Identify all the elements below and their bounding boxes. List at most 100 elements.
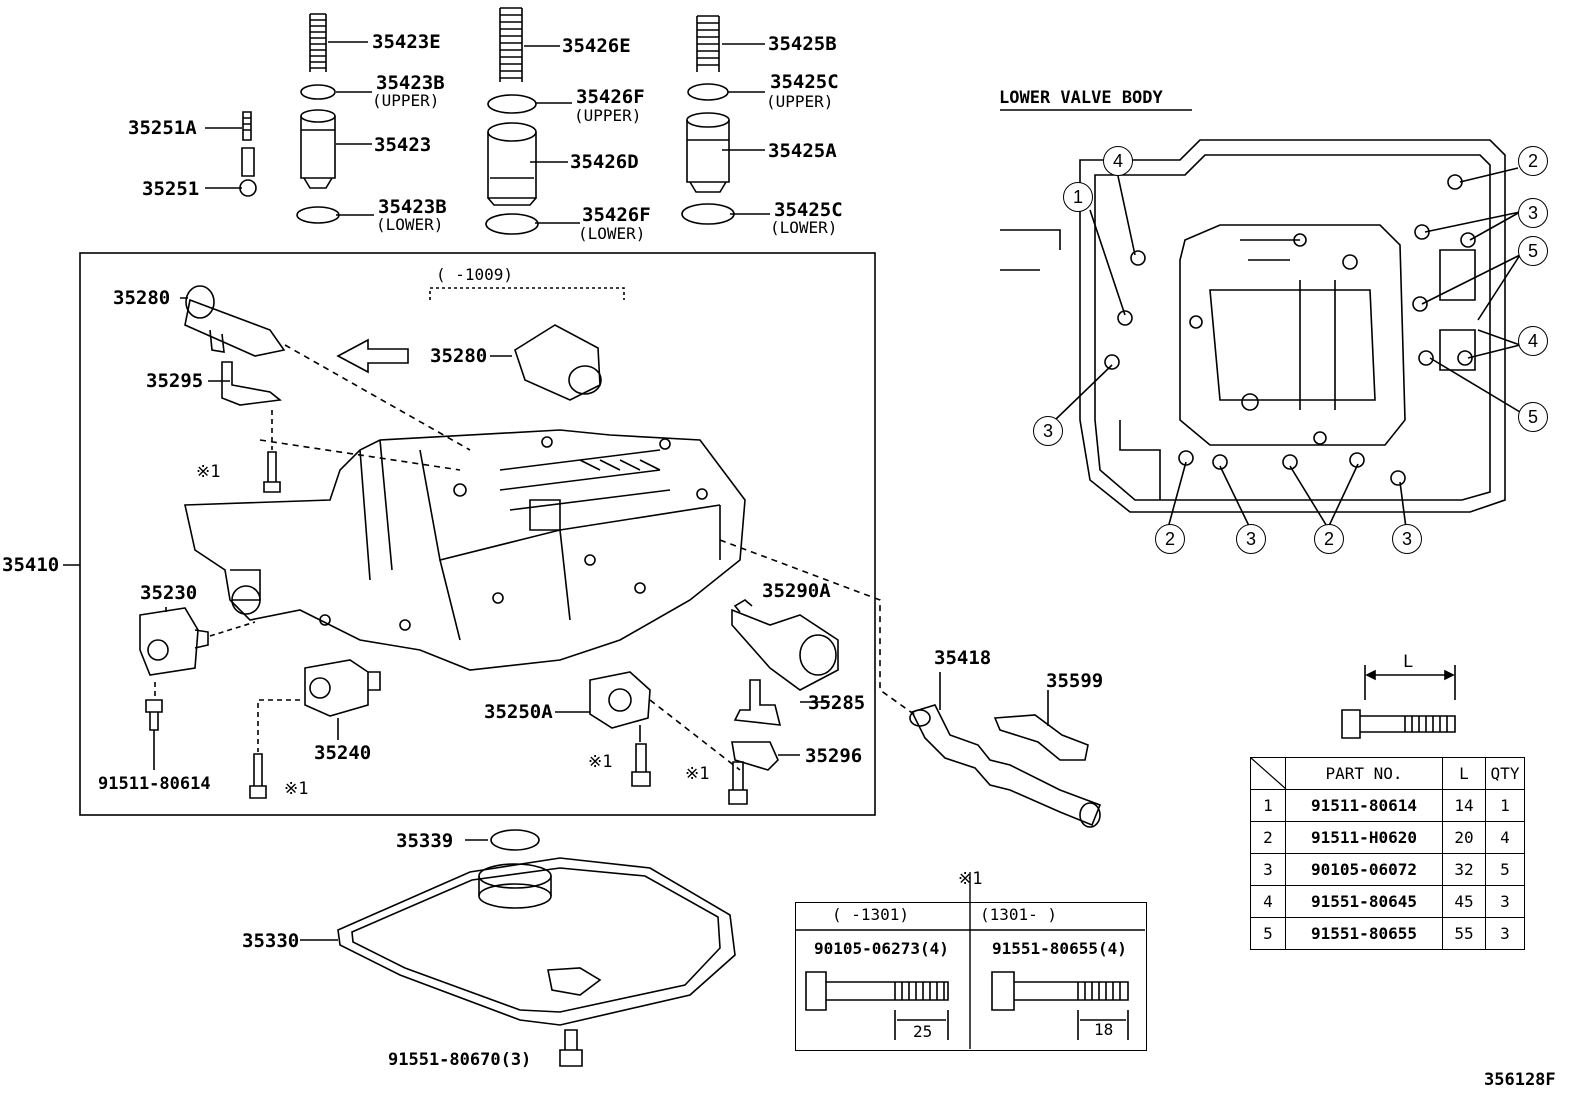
bolt-91511-80614: [145, 699, 163, 731]
row-part-no: 91551-80645: [1285, 885, 1443, 918]
part-35251: [239, 147, 257, 197]
label-35295: 35295: [146, 370, 204, 392]
label-35423: 35423: [374, 134, 432, 156]
row-no: 4: [1250, 885, 1286, 918]
row-no: 2: [1250, 821, 1286, 854]
label-35285: 35285: [808, 692, 866, 714]
label-35230: 35230: [140, 582, 198, 604]
label-lower-2: (LOWER): [578, 224, 646, 243]
parts-table-header-row: PART NO. L QTY: [1250, 757, 1525, 790]
parts-table-header-part: PART NO.: [1285, 757, 1443, 790]
solenoid-35280-right: [514, 324, 602, 401]
range-label-1009: ( -1009): [436, 265, 514, 284]
label-upper-3: (UPPER): [766, 92, 834, 111]
parts-table: PART NO. L QTY 1 91511-80614 14 1 2 9151…: [1250, 757, 1525, 950]
o-ring-35426F-lower: [485, 213, 539, 235]
callout-4-right: 4: [1518, 326, 1548, 356]
row-length: 55: [1442, 917, 1486, 950]
label-35418: 35418: [934, 647, 992, 669]
o-ring-35426F-upper: [487, 94, 537, 114]
diagram-reference: 356128F: [1484, 1070, 1556, 1090]
callout-2-bottom-1: 2: [1155, 524, 1185, 554]
valve-35425A: [686, 112, 730, 193]
bolt-mark1-c: [631, 743, 651, 787]
label-35251: 35251: [142, 178, 200, 200]
row-length: 14: [1442, 789, 1486, 822]
label-35426F-upper: 35426F: [576, 86, 645, 108]
direction-arrow: [336, 338, 409, 374]
mark-1-b: ※1: [588, 752, 613, 772]
o-ring-35423B-lower: [296, 206, 340, 224]
label-35426D: 35426D: [570, 151, 639, 173]
label-35425A: 35425A: [768, 140, 837, 162]
label-upper-2: (UPPER): [574, 106, 642, 125]
table-row: 3 90105-06072 32 5: [1250, 853, 1525, 886]
row-qty: 4: [1485, 821, 1525, 854]
label-35240: 35240: [314, 742, 372, 764]
label-35425B: 35425B: [768, 33, 837, 55]
callout-3-bottom-2: 3: [1392, 524, 1422, 554]
length-label: L: [1403, 652, 1414, 672]
valve-35423: [300, 109, 336, 189]
row-length: 45: [1442, 885, 1486, 918]
label-35296: 35296: [805, 745, 863, 767]
row-qty: 3: [1485, 885, 1525, 918]
label-35410: 35410: [2, 554, 60, 576]
solenoid-35290A: [731, 599, 839, 691]
label-upper-1: (UPPER): [372, 91, 440, 110]
label-35290A: 35290A: [762, 580, 831, 602]
spring-35423E: [309, 13, 327, 72]
bolt-box-right-part: 91551-80655(4): [992, 939, 1127, 958]
valve-body-35410: [184, 429, 746, 671]
o-ring-35425C-lower: [681, 203, 735, 225]
bolt-box-left-range: ( -1301): [832, 905, 910, 924]
o-ring-35425C-upper: [687, 83, 729, 101]
callout-2-top: 2: [1518, 146, 1548, 176]
o-ring-35339: [490, 829, 540, 851]
parts-table-header-l: L: [1442, 757, 1486, 790]
bolt-box-left-dim: 25: [913, 1022, 933, 1041]
table-row: 5 91551-80655 55 3: [1250, 917, 1525, 950]
valve-35426D: [487, 122, 537, 206]
part-35251A: [242, 111, 252, 141]
callout-5-right: 5: [1518, 402, 1548, 432]
mark-1-a: ※1: [196, 462, 221, 482]
bracket-35285: [733, 679, 782, 726]
bolt-90105-06273: [805, 971, 949, 1040]
bolt-box-left-part: 90105-06273(4): [814, 939, 949, 958]
label-lower-1: (LOWER): [376, 215, 444, 234]
bolt-variant-box: [795, 902, 1147, 1051]
row-qty: 5: [1485, 853, 1525, 886]
bracket-35295: [221, 361, 282, 406]
label-91551-80670: 91551-80670(3): [388, 1050, 532, 1070]
row-no: 1: [1250, 789, 1286, 822]
bracket-35296: [731, 741, 800, 771]
table-row: 2 91511-H0620 20 4: [1250, 821, 1525, 854]
row-qty: 1: [1485, 789, 1525, 822]
label-35426E: 35426E: [562, 35, 631, 57]
label-35339: 35339: [396, 830, 454, 852]
parts-table-header-qty: QTY: [1485, 757, 1525, 790]
bolt-mark1-b: [249, 753, 267, 799]
mark-1-c: ※1: [685, 764, 710, 784]
label-35280-left: 35280: [113, 287, 171, 309]
bolt-91551-80655: [991, 971, 1129, 1040]
row-length: 20: [1442, 821, 1486, 854]
row-part-no: 90105-06072: [1285, 853, 1443, 886]
label-35599: 35599: [1046, 670, 1104, 692]
label-35423E: 35423E: [372, 31, 441, 53]
label-35280-right: 35280: [430, 345, 488, 367]
spring-35425B: [696, 15, 720, 72]
bolt-mark1-a: [263, 451, 281, 493]
pan-35330: [337, 857, 736, 1026]
row-no: 3: [1250, 853, 1286, 886]
row-no: 5: [1250, 917, 1286, 950]
solenoid-35280-left: [184, 285, 286, 357]
label-35423B-upper: 35423B: [376, 72, 445, 94]
solenoid-35240: [304, 659, 381, 717]
part-35418: [909, 704, 1102, 828]
row-part-no: 91551-80655: [1285, 917, 1443, 950]
solenoid-35230: [139, 607, 209, 676]
mark-1-d: ※1: [284, 779, 309, 799]
